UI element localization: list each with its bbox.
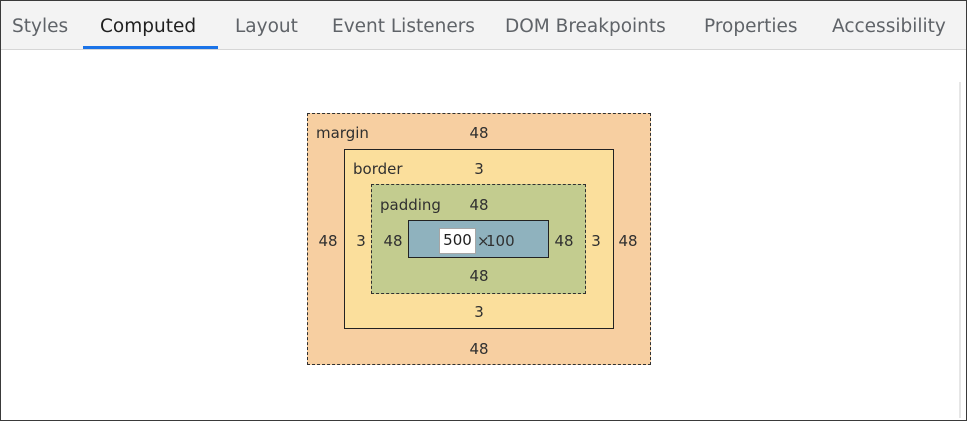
- tab-accessibility[interactable]: Accessibility: [832, 16, 946, 37]
- padding-bottom-value[interactable]: 48: [469, 267, 489, 285]
- tab-computed[interactable]: Computed: [100, 16, 197, 37]
- tab-properties[interactable]: Properties: [704, 16, 798, 37]
- active-tab-indicator: [83, 46, 218, 49]
- padding-label: padding: [380, 196, 441, 214]
- devtools-tabbar: Styles Computed Layout Event Listeners D…: [1, 1, 966, 50]
- tab-layout[interactable]: Layout: [235, 16, 298, 37]
- tab-dom-breakpoints[interactable]: DOM Breakpoints: [505, 16, 666, 37]
- content-width-input[interactable]: 500: [439, 228, 476, 254]
- tab-styles[interactable]: Styles: [12, 16, 69, 37]
- padding-left-value[interactable]: 48: [383, 232, 403, 250]
- box-model-content[interactable]: [408, 220, 549, 258]
- border-top-value[interactable]: 3: [474, 160, 484, 178]
- border-left-value[interactable]: 3: [356, 232, 366, 250]
- margin-left-value[interactable]: 48: [318, 232, 338, 250]
- scrollbar-track[interactable]: [959, 82, 961, 418]
- content-dimension-separator: ×: [477, 232, 490, 250]
- margin-bottom-value[interactable]: 48: [469, 340, 489, 358]
- content-height-value[interactable]: 100: [486, 232, 515, 250]
- vertical-scrollbar[interactable]: [956, 50, 966, 420]
- margin-top-value[interactable]: 48: [469, 124, 489, 142]
- tab-event-listeners[interactable]: Event Listeners: [332, 16, 475, 37]
- padding-right-value[interactable]: 48: [554, 232, 574, 250]
- border-label: border: [353, 160, 403, 178]
- border-bottom-value[interactable]: 3: [474, 303, 484, 321]
- margin-label: margin: [316, 124, 369, 142]
- border-right-value[interactable]: 3: [591, 232, 601, 250]
- padding-top-value[interactable]: 48: [469, 196, 489, 214]
- margin-right-value[interactable]: 48: [618, 232, 638, 250]
